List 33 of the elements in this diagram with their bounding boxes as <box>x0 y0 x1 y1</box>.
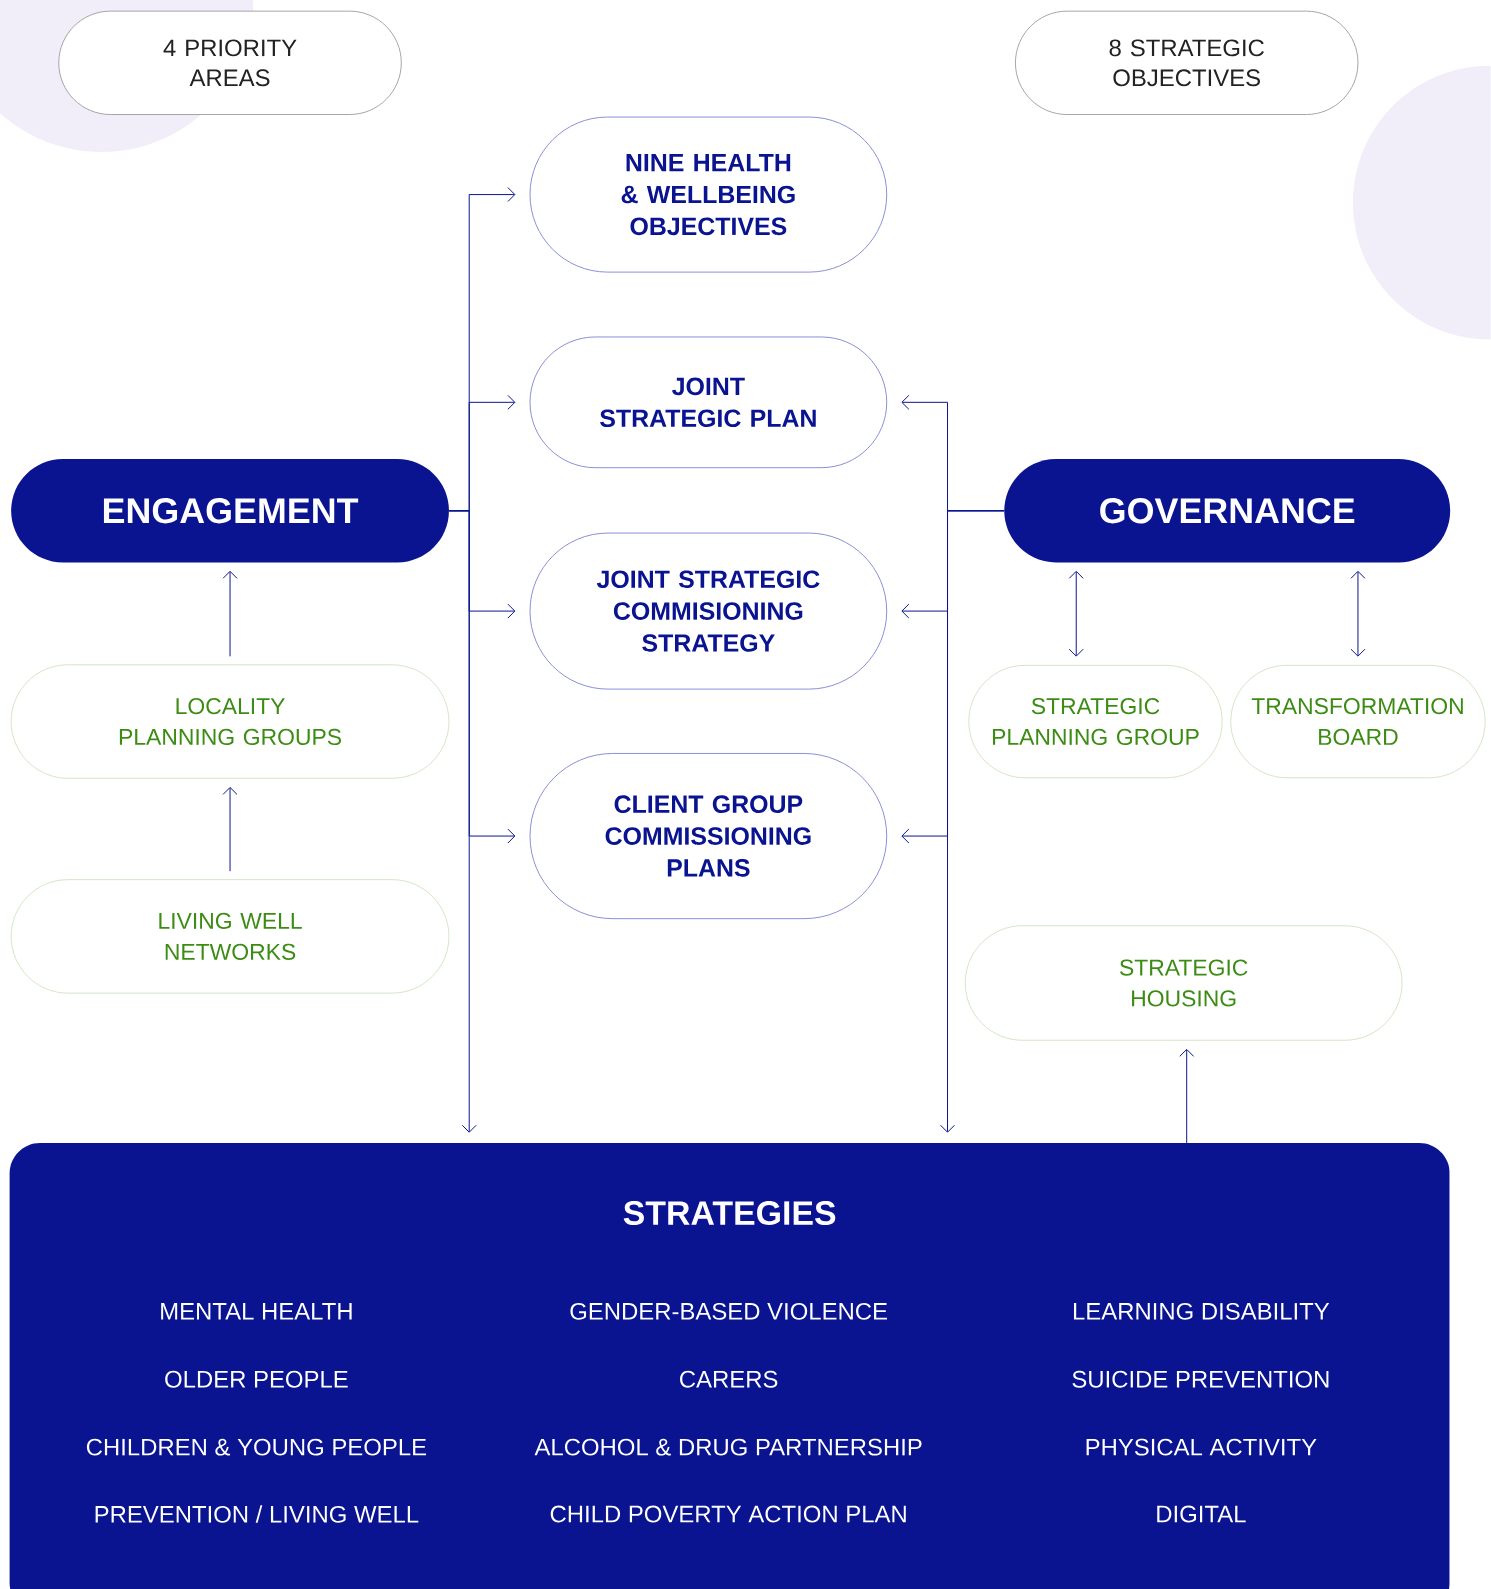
strategy-item: CARERS <box>680 1370 778 1388</box>
rounded-box: TRANSFORMATION BOARD <box>1230 664 1486 779</box>
rounded-box: JOINT STRATEGIC PLAN <box>529 336 888 469</box>
strategy-item: MENTAL HEALTH <box>161 1303 352 1320</box>
rounded-box: JOINT STRATEGIC COMMISIONING STRATEGY <box>529 532 888 690</box>
arrow <box>1068 570 1084 657</box>
strategy-item: LEARNING DISABILITY <box>1074 1302 1330 1320</box>
arrow <box>448 510 477 1133</box>
strategy-item: OLDER PEOPLE <box>165 1370 348 1388</box>
strategy-item: PREVENTION / LIVING WELL <box>95 1505 419 1523</box>
strategy-item: GENDER-BASED VIOLENCE <box>570 1302 888 1320</box>
strategy-item: DIGITAL <box>1157 1505 1246 1523</box>
heading-pill: ENGAGEMENT <box>11 459 450 563</box>
strategy-item: CHILD POVERTY ACTION PLAN <box>550 1505 906 1523</box>
heading-pill: GOVERNANCE <box>1004 459 1451 563</box>
strategy-item: SUICIDE PREVENTION <box>1072 1370 1329 1388</box>
rounded-box: LIVING WELL NETWORKS <box>10 879 450 994</box>
arrow <box>222 570 238 657</box>
rounded-box: LOCALITY PLANNING GROUPS <box>10 664 450 779</box>
rounded-box: NINE HEALTH & WELLBEING OBJECTIVES <box>529 116 888 273</box>
pill-box: 4 PRIORITY AREAS <box>58 10 402 115</box>
arrow <box>940 510 1005 1133</box>
rounded-box: STRATEGIC HOUSING <box>964 925 1403 1041</box>
rounded-box: CLIENT GROUP COMMISSIONING PLANS <box>529 753 888 920</box>
rounded-box: STRATEGIC PLANNING GROUP <box>968 664 1223 779</box>
arrow <box>1350 570 1366 657</box>
strategy-item: ALCOHOL & DRUG PARTNERSHIP <box>534 1438 922 1456</box>
strategy-item: PHYSICAL ACTIVITY <box>1086 1438 1317 1456</box>
arrow <box>1179 1048 1195 1144</box>
pill-box: 8 STRATEGIC OBJECTIVES <box>1015 10 1359 115</box>
panel-heading: STRATEGIES <box>623 1201 836 1225</box>
arrow <box>222 786 238 872</box>
strategy-item: CHILDREN & YOUNG PEOPLE <box>87 1438 427 1456</box>
